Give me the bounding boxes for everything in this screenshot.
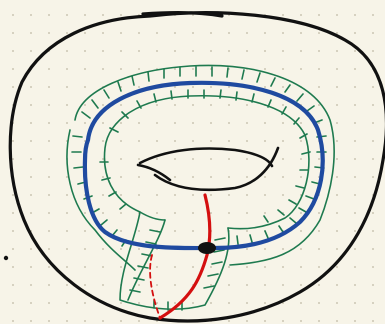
- stray-dot: [4, 256, 8, 260]
- torus-outline: [10, 13, 385, 321]
- torus-hole: [138, 148, 278, 190]
- vertical-arc-red: [150, 195, 210, 318]
- core-curve-blue: [85, 83, 323, 248]
- intersection-point: [198, 242, 216, 254]
